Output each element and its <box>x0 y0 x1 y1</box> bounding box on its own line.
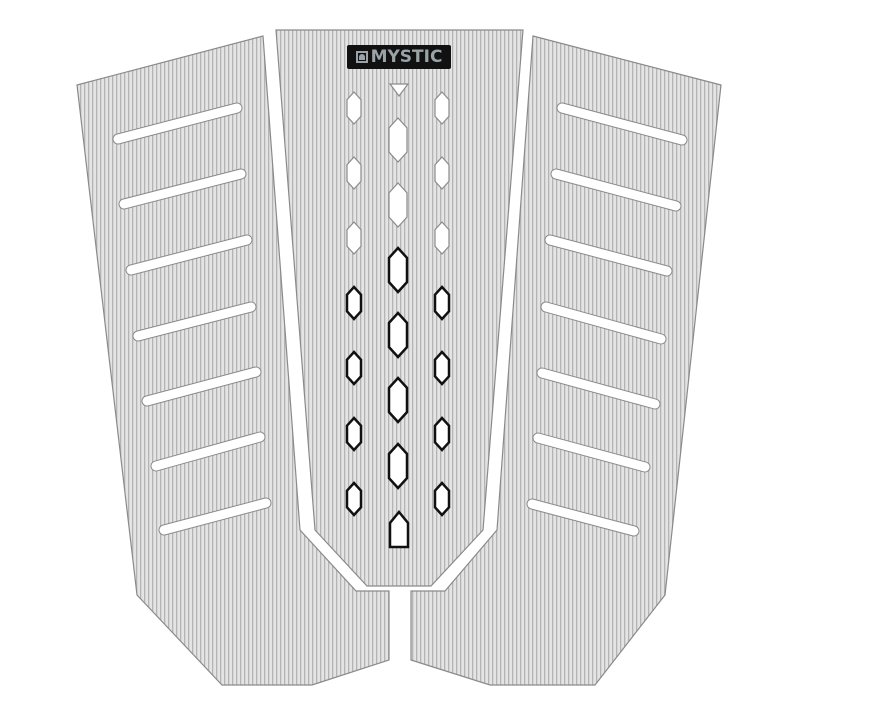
hexagon-hole <box>434 221 450 255</box>
foot-groove-slot <box>125 234 253 276</box>
hexagon-hole <box>433 350 451 386</box>
mystic-logo-icon <box>355 51 368 63</box>
foot-groove-slot <box>118 168 247 210</box>
brand-name: MYSTIC <box>370 47 443 67</box>
hexagon-hole <box>346 91 362 125</box>
foot-groove-slot <box>112 102 243 145</box>
hexagon-hole <box>433 285 451 321</box>
hexagon-hole <box>433 416 451 452</box>
foot-groove-slot <box>540 301 667 345</box>
foot-groove-slot <box>544 234 673 277</box>
foot-groove-slot <box>550 168 682 212</box>
foot-groove-slot <box>526 498 640 537</box>
hexagon-hole <box>434 91 450 125</box>
hexagon-hole <box>387 376 409 424</box>
foot-groove-slot <box>150 431 266 472</box>
hexagon-hole <box>388 117 408 163</box>
hexagon-hole <box>387 311 409 359</box>
foot-groove-slot <box>141 366 262 407</box>
foot-groove-slot <box>536 367 661 410</box>
arrow-hole <box>388 510 410 549</box>
hexagon-hole <box>345 416 363 452</box>
foot-groove-slot <box>556 102 688 146</box>
hexagon-hole <box>434 156 450 190</box>
foot-groove-slot <box>158 497 272 536</box>
foot-groove-slot <box>132 301 257 342</box>
hexagon-hole <box>388 182 408 228</box>
hexagon-hole <box>387 246 409 294</box>
hexagon-hole <box>346 221 362 255</box>
hexagon-hole <box>345 481 363 517</box>
foot-groove-slot <box>532 432 651 473</box>
center-pad <box>275 29 524 587</box>
brand-logo: MYSTIC <box>347 45 451 69</box>
triangle-hole <box>388 83 410 97</box>
hexagon-hole <box>345 350 363 386</box>
hexagon-hole <box>345 285 363 321</box>
hexagon-hole <box>387 442 409 490</box>
hexagon-hole <box>433 481 451 517</box>
hexagon-hole <box>346 156 362 190</box>
